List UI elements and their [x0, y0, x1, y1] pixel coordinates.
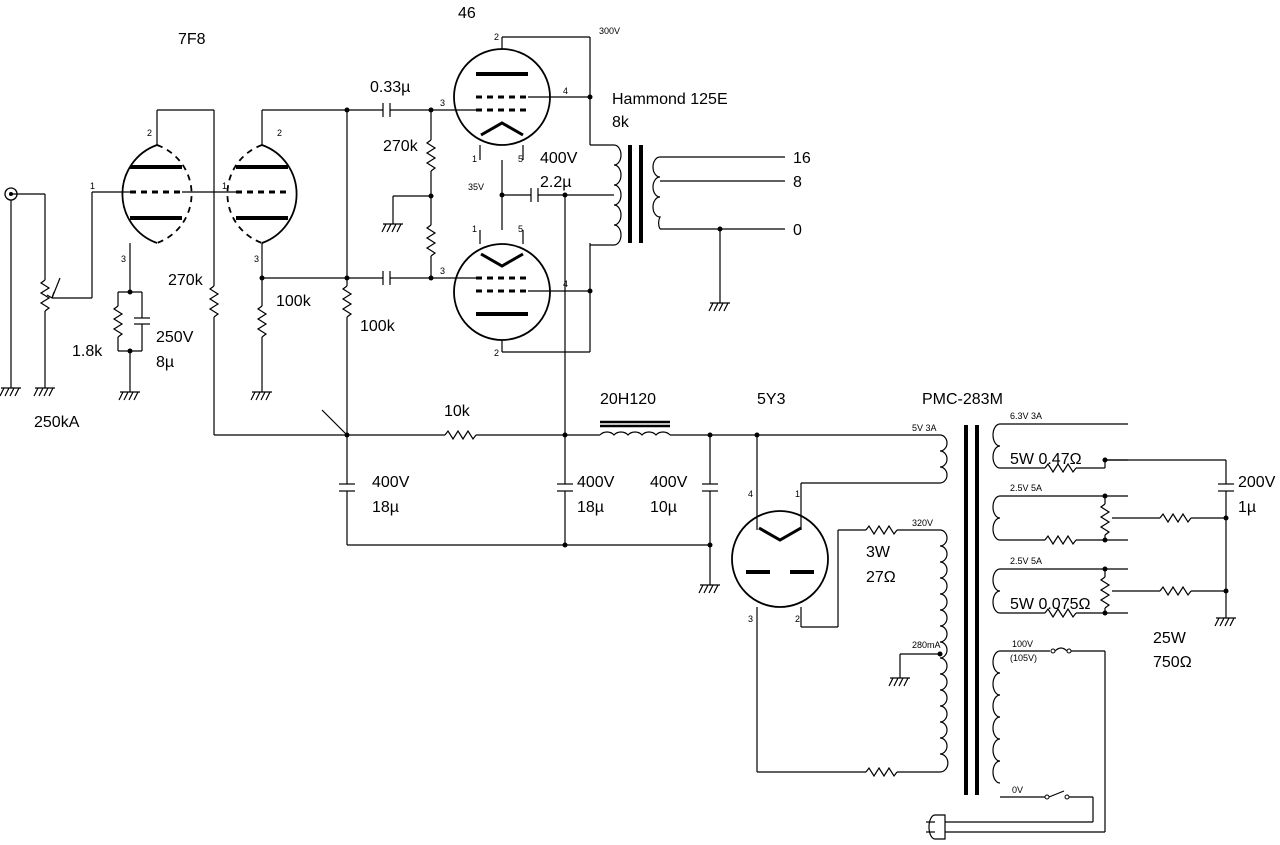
- cap-200v-label: 200V: [1238, 474, 1276, 491]
- primary-105v-label: (105V): [1010, 653, 1037, 663]
- transformer-model-label: Hammond 125E: [612, 91, 728, 108]
- resistor-0075-label: 5W 0.075Ω: [1010, 596, 1090, 613]
- power-transformer: [899, 423, 1234, 840]
- cap-250v-label: 250V: [156, 329, 194, 346]
- resistor-100k-cathode-label: 100k: [276, 293, 312, 310]
- cap-0-33u-label: 0.33µ: [370, 79, 410, 96]
- tube-5y3: [731, 510, 829, 608]
- svg-text:5: 5: [518, 154, 523, 164]
- svg-text:2: 2: [494, 32, 499, 42]
- tube-5y3-label: 5Y3: [757, 391, 786, 408]
- resistor-10k-label: 10k: [444, 403, 471, 420]
- cap-1u-label: 1µ: [1238, 499, 1256, 516]
- resistor-27ohm-label: 27Ω: [866, 569, 896, 586]
- choke-label: 20H120: [600, 391, 656, 408]
- cap-400v-18-b-volt: 400V: [577, 474, 615, 491]
- current-280ma-label: 280mA: [912, 640, 941, 650]
- svg-text:3: 3: [440, 266, 445, 276]
- winding-320v-label: 320V: [912, 518, 933, 528]
- tube-7f8-section-a: [121, 144, 193, 244]
- svg-text:1: 1: [472, 224, 477, 234]
- svg-text:1: 1: [472, 154, 477, 164]
- winding-6-3v-label: 6.3V 3A: [1010, 411, 1042, 421]
- svg-text:3: 3: [121, 254, 126, 264]
- cap-8u-label: 8µ: [156, 354, 174, 371]
- resistor-047-label: 5W 0.47Ω: [1010, 451, 1082, 468]
- resistor-270k-grid-label: 270k: [383, 138, 419, 155]
- svg-text:1: 1: [90, 181, 95, 191]
- ground-symbols: [0, 223, 1236, 687]
- svg-text:5: 5: [518, 224, 523, 234]
- cap-400v-22-label: 400V: [540, 150, 578, 167]
- svg-text:4: 4: [563, 279, 568, 289]
- resistor-270k-plate-a-label: 270k: [168, 272, 204, 289]
- resistor-1-8k-label: 1.8k: [72, 343, 103, 360]
- pot-250kA-label: 250kA: [34, 414, 80, 431]
- choke-20h120: [599, 420, 671, 436]
- svg-text:1: 1: [795, 489, 800, 499]
- svg-text:2: 2: [494, 348, 499, 358]
- tube-7f8-section-b: [226, 144, 298, 244]
- tube-46-lower: [453, 243, 551, 341]
- winding-5v-label: 5V 3A: [912, 423, 937, 433]
- cap-400v-18-a-cap: 18µ: [372, 499, 399, 516]
- transformer-impedance-label: 8k: [612, 114, 630, 131]
- output-transformer: [590, 144, 785, 303]
- svg-text:2: 2: [795, 614, 800, 624]
- svg-text:1: 1: [222, 181, 227, 191]
- winding-2-5v-a-label: 2.5V 5A: [1010, 483, 1042, 493]
- svg-text:3: 3: [748, 614, 753, 624]
- svg-text:3: 3: [254, 254, 259, 264]
- svg-text:3: 3: [440, 98, 445, 108]
- resistor-3w-label: 3W: [866, 544, 891, 561]
- cap-2-2u-label: 2.2µ: [540, 174, 571, 191]
- tube-46-label: 46: [458, 5, 476, 22]
- resistor-750-label: 750Ω: [1153, 654, 1192, 671]
- svg-text:2: 2: [147, 128, 152, 138]
- output-tap-8: 8: [793, 174, 802, 191]
- cap-400v-18-b-cap: 18µ: [577, 499, 604, 516]
- voltage-35v-label: 35V: [468, 182, 484, 192]
- cap-400v-10-cap: 10µ: [650, 499, 677, 516]
- svg-text:4: 4: [748, 489, 753, 499]
- svg-text:2: 2: [277, 128, 282, 138]
- input-jack: [4, 187, 130, 388]
- voltage-300v-label: 300V: [599, 26, 620, 36]
- resistor-100k-plate-b-label: 100k: [360, 318, 396, 335]
- power-transformer-label: PMC-283M: [922, 391, 1003, 408]
- svg-text:4: 4: [563, 86, 568, 96]
- cap-400v-10-volt: 400V: [650, 474, 688, 491]
- primary-100v-label: 100V: [1012, 639, 1033, 649]
- cap-400v-18-a-volt: 400V: [372, 474, 410, 491]
- output-tap-16: 16: [793, 150, 811, 167]
- output-tap-0: 0: [793, 222, 802, 239]
- resistor-25w-label: 25W: [1153, 630, 1187, 647]
- pin-numbers: 1 2 3 1 2 3 2 3 4 1 5 1 5 3 4 2 4 1 3 2: [90, 32, 800, 624]
- tube-7f8-label: 7F8: [178, 31, 206, 48]
- primary-0v-label: 0V: [1012, 785, 1023, 795]
- winding-2-5v-b-label: 2.5V 5A: [1010, 556, 1042, 566]
